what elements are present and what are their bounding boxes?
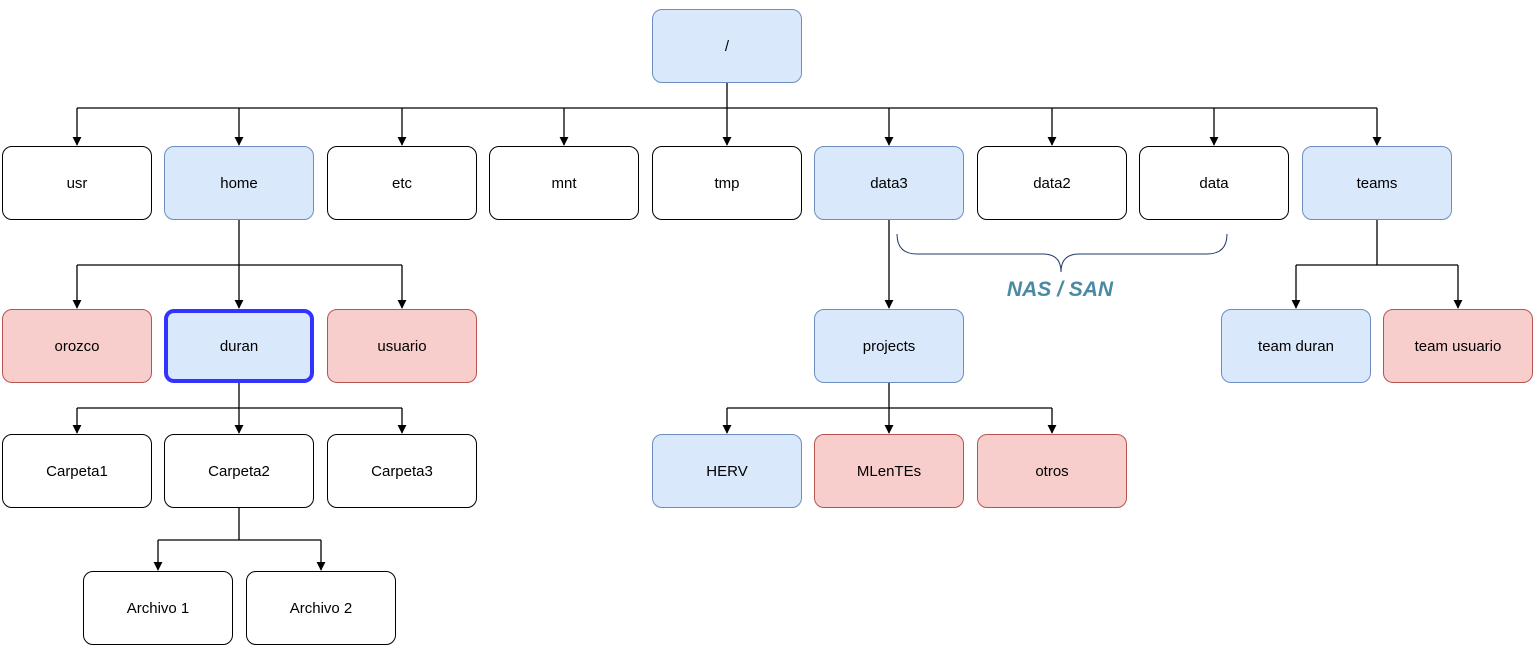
node-label: MLenTEs <box>856 462 922 480</box>
node-team-duran[interactable]: team duran <box>1221 309 1371 383</box>
node-label: tmp <box>714 174 740 192</box>
node-label: etc <box>391 174 412 192</box>
node-label: duran <box>219 337 259 355</box>
node-label: data2 <box>1033 174 1071 192</box>
node-label: Carpeta3 <box>371 462 433 480</box>
node-data[interactable]: data <box>1139 146 1289 220</box>
node-projects[interactable]: projects <box>814 309 964 383</box>
node-label: Carpeta1 <box>46 462 108 480</box>
node-carpeta2[interactable]: Carpeta2 <box>164 434 314 508</box>
node-label: team usuario <box>1414 337 1502 355</box>
node-carpeta1[interactable]: Carpeta1 <box>2 434 152 508</box>
node-data2[interactable]: data2 <box>977 146 1127 220</box>
node-label: data <box>1199 174 1229 192</box>
node-tmp[interactable]: tmp <box>652 146 802 220</box>
node-carpeta3[interactable]: Carpeta3 <box>327 434 477 508</box>
node-label: HERV <box>706 462 748 480</box>
node-duran[interactable]: duran <box>164 309 314 383</box>
node-label: / <box>724 37 730 55</box>
node-orozco[interactable]: orozco <box>2 309 152 383</box>
node-usuario[interactable]: usuario <box>327 309 477 383</box>
node-label: Carpeta2 <box>208 462 270 480</box>
node-mlentes[interactable]: MLenTEs <box>814 434 964 508</box>
node-label: mnt <box>551 174 577 192</box>
node-herv[interactable]: HERV <box>652 434 802 508</box>
node-label: Archivo 1 <box>126 599 190 617</box>
nas-san-label: NAS / SAN <box>1006 278 1114 301</box>
node-archivo1[interactable]: Archivo 1 <box>83 571 233 645</box>
node-label: orozco <box>54 337 100 355</box>
node-team-usuario[interactable]: team usuario <box>1383 309 1533 383</box>
node-data3[interactable]: data3 <box>814 146 964 220</box>
edges-group <box>72 83 1463 571</box>
node-usr[interactable]: usr <box>2 146 152 220</box>
node-label: home <box>220 174 258 192</box>
node-otros[interactable]: otros <box>977 434 1127 508</box>
node-label: otros <box>1035 462 1069 480</box>
node-label: data3 <box>870 174 908 192</box>
node-teams[interactable]: teams <box>1302 146 1452 220</box>
node-label: usr <box>66 174 88 192</box>
node-label: Archivo 2 <box>289 599 353 617</box>
node-label: team duran <box>1258 337 1334 355</box>
nas-san-brace <box>896 233 1228 273</box>
node-label: usuario <box>377 337 427 355</box>
node-label: teams <box>1356 174 1398 192</box>
node-home[interactable]: home <box>164 146 314 220</box>
node-root[interactable]: / <box>652 9 802 83</box>
node-etc[interactable]: etc <box>327 146 477 220</box>
node-mnt[interactable]: mnt <box>489 146 639 220</box>
node-label: projects <box>862 337 916 355</box>
node-archivo2[interactable]: Archivo 2 <box>246 571 396 645</box>
